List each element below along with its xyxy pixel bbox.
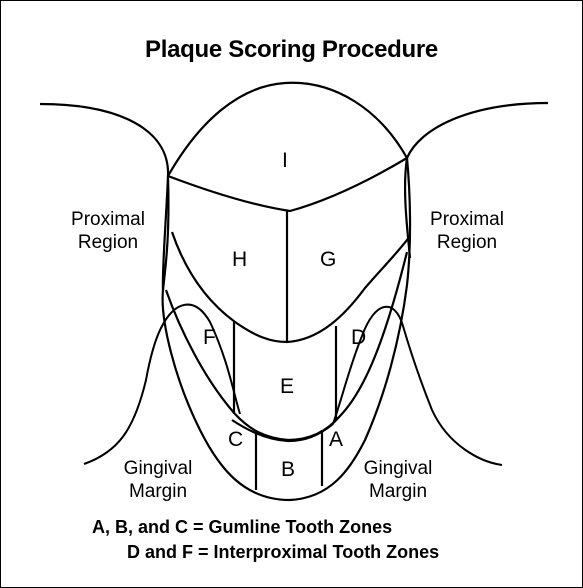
proximal-right-line2: Region <box>437 232 497 253</box>
gingival-left-line1: Gingival <box>124 458 193 479</box>
zone-label-e: E <box>280 375 294 398</box>
zone-i-boundary <box>168 83 407 211</box>
proximal-region-left-label: Proximal Region <box>71 209 145 253</box>
proximal-left-line1: Proximal <box>71 209 145 230</box>
gingival-right-line1: Gingival <box>364 458 433 479</box>
gingival-margin-left-label: Gingival Margin <box>124 458 193 502</box>
proximal-region-right-label: Proximal Region <box>430 209 504 253</box>
zone-label-h: H <box>232 248 247 271</box>
zone-label-i: I <box>282 149 288 172</box>
zone-label-c: C <box>228 428 243 451</box>
left-neighbor-tooth-outline <box>40 104 168 290</box>
gingival-left-line2: Margin <box>129 481 187 502</box>
zone-label-b: B <box>281 458 295 481</box>
zone-b-upper-boundary <box>232 420 333 441</box>
legend-gumline-zones: A, B, and C = Gumline Tooth Zones <box>92 517 392 538</box>
zone-label-g: G <box>320 248 336 271</box>
gingival-margin-right-label: Gingival Margin <box>364 458 433 502</box>
zone-label-a: A <box>329 428 343 451</box>
proximal-right-line1: Proximal <box>430 209 504 230</box>
proximal-left-line2: Region <box>78 232 138 253</box>
zone-label-f: F <box>203 326 216 349</box>
gingival-right-line2: Margin <box>369 481 427 502</box>
zone-label-d: D <box>351 326 366 349</box>
legend-interproximal-zones: D and F = Interproximal Tooth Zones <box>127 542 439 563</box>
left-gingiva-outline <box>84 305 240 464</box>
